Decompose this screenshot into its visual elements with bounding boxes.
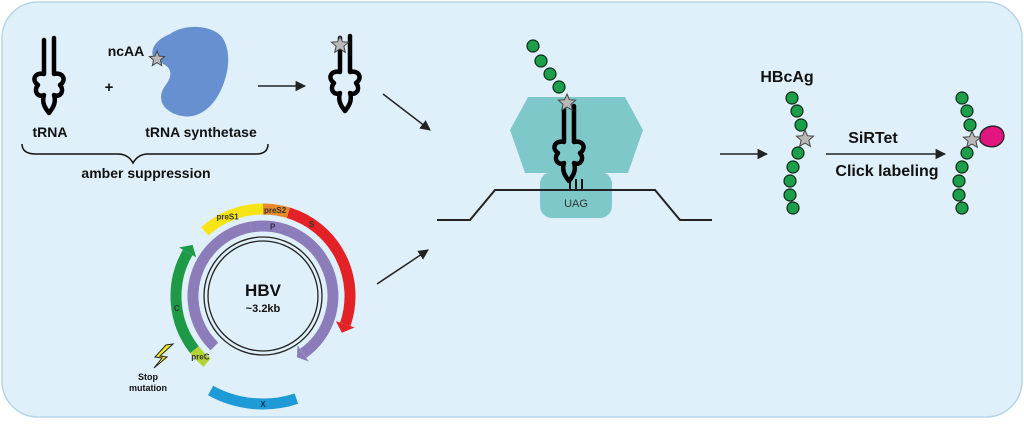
plasmid-size: ~3.2kb bbox=[246, 303, 281, 315]
uag-codon-label: UAG bbox=[564, 198, 588, 210]
gene-arc-P2 bbox=[249, 220, 339, 358]
plus-sign: + bbox=[105, 79, 114, 96]
labeled-bead bbox=[952, 174, 966, 188]
arrow-plasmid-to-ribosome bbox=[376, 249, 429, 285]
labeled-ncaa-star-icon bbox=[962, 129, 982, 149]
mutation-label: mutation bbox=[129, 383, 167, 393]
gene-arc-S bbox=[286, 207, 356, 327]
sirtet-label: SiRTet bbox=[848, 130, 898, 147]
hbcag-bead bbox=[791, 146, 805, 160]
stop-label: Stop bbox=[138, 372, 158, 382]
labeled-bead bbox=[960, 104, 974, 118]
ncaa-label: ncAA bbox=[108, 43, 145, 59]
ncaa-star-icon bbox=[148, 49, 166, 67]
synthetase-label: tRNA synthetase bbox=[145, 124, 257, 140]
stop-mutation-lightning-icon bbox=[153, 343, 175, 369]
gene-arc-X bbox=[207, 385, 299, 410]
ribosome-large-subunit bbox=[510, 97, 643, 173]
hbcag-bead bbox=[786, 201, 800, 215]
gene-arc-preS1 bbox=[201, 203, 264, 236]
labeled-bead bbox=[955, 91, 969, 105]
hbv-plasmid: HBV ~3.2kb preS1 preS2 S P C preC X Stop… bbox=[129, 203, 356, 410]
ribosome-small-subunit bbox=[540, 172, 612, 218]
click-labeling-label: Click labeling bbox=[835, 163, 938, 180]
peptide-bead bbox=[552, 80, 566, 94]
gene-arrowhead-C bbox=[179, 244, 197, 258]
gene-arc-P bbox=[187, 221, 252, 351]
charged-ncaa-star-icon bbox=[330, 34, 350, 54]
labeled-bead bbox=[955, 201, 969, 215]
hbcag-ncaa-star-icon bbox=[795, 128, 815, 148]
hbcag-bead bbox=[790, 104, 804, 118]
peptide-bead bbox=[526, 39, 540, 53]
sirtet-dye-icon bbox=[979, 125, 1005, 148]
trna-label: tRNA bbox=[33, 124, 68, 140]
labeled-hbcag-chain bbox=[952, 91, 977, 215]
arrow-charged-to-ribosome bbox=[382, 93, 431, 131]
gene-arrowhead-P2 bbox=[296, 345, 309, 362]
trna-synthetase-blob bbox=[152, 26, 229, 117]
hbcag-bead bbox=[783, 174, 797, 188]
nascent-peptide-chain bbox=[526, 39, 566, 94]
hbcag-label: HBcAg bbox=[760, 69, 813, 86]
amber-suppression-label: amber suppression bbox=[81, 165, 210, 181]
hbcag-bead bbox=[794, 118, 808, 132]
hbcag-chain bbox=[783, 91, 808, 215]
hbcag-bead bbox=[783, 188, 797, 202]
plasmid-inner-ring bbox=[207, 240, 319, 352]
labeled-bead bbox=[955, 160, 969, 174]
gene-label-preC: preC bbox=[191, 352, 209, 361]
peptide-bead bbox=[543, 67, 557, 81]
plasmid-name: HBV bbox=[245, 281, 282, 300]
labeled-bead bbox=[960, 146, 974, 160]
gene-arc-C bbox=[170, 249, 199, 353]
labeled-bead bbox=[952, 188, 966, 202]
ribosome-ncaa-star-icon bbox=[557, 92, 577, 112]
gene-arrowhead-S bbox=[335, 321, 355, 333]
gene-label-preS1: preS1 bbox=[216, 213, 239, 222]
gene-label-preS2: preS2 bbox=[264, 206, 287, 215]
mrna-strand bbox=[437, 189, 712, 221]
hbcag-bead bbox=[786, 160, 800, 174]
gene-label-P: P bbox=[270, 223, 276, 232]
labeled-bead bbox=[963, 118, 977, 132]
gene-label-X: X bbox=[260, 400, 266, 409]
gene-arc-preS2 bbox=[262, 203, 291, 219]
hbcag-bead bbox=[785, 91, 799, 105]
gene-label-C: C bbox=[174, 304, 180, 313]
peptide-bead bbox=[534, 54, 548, 68]
plasmid-outer-ring bbox=[203, 236, 323, 356]
gene-label-S: S bbox=[309, 220, 315, 229]
gene-arc-preC bbox=[190, 346, 211, 367]
amber-suppression-brace bbox=[21, 143, 269, 165]
